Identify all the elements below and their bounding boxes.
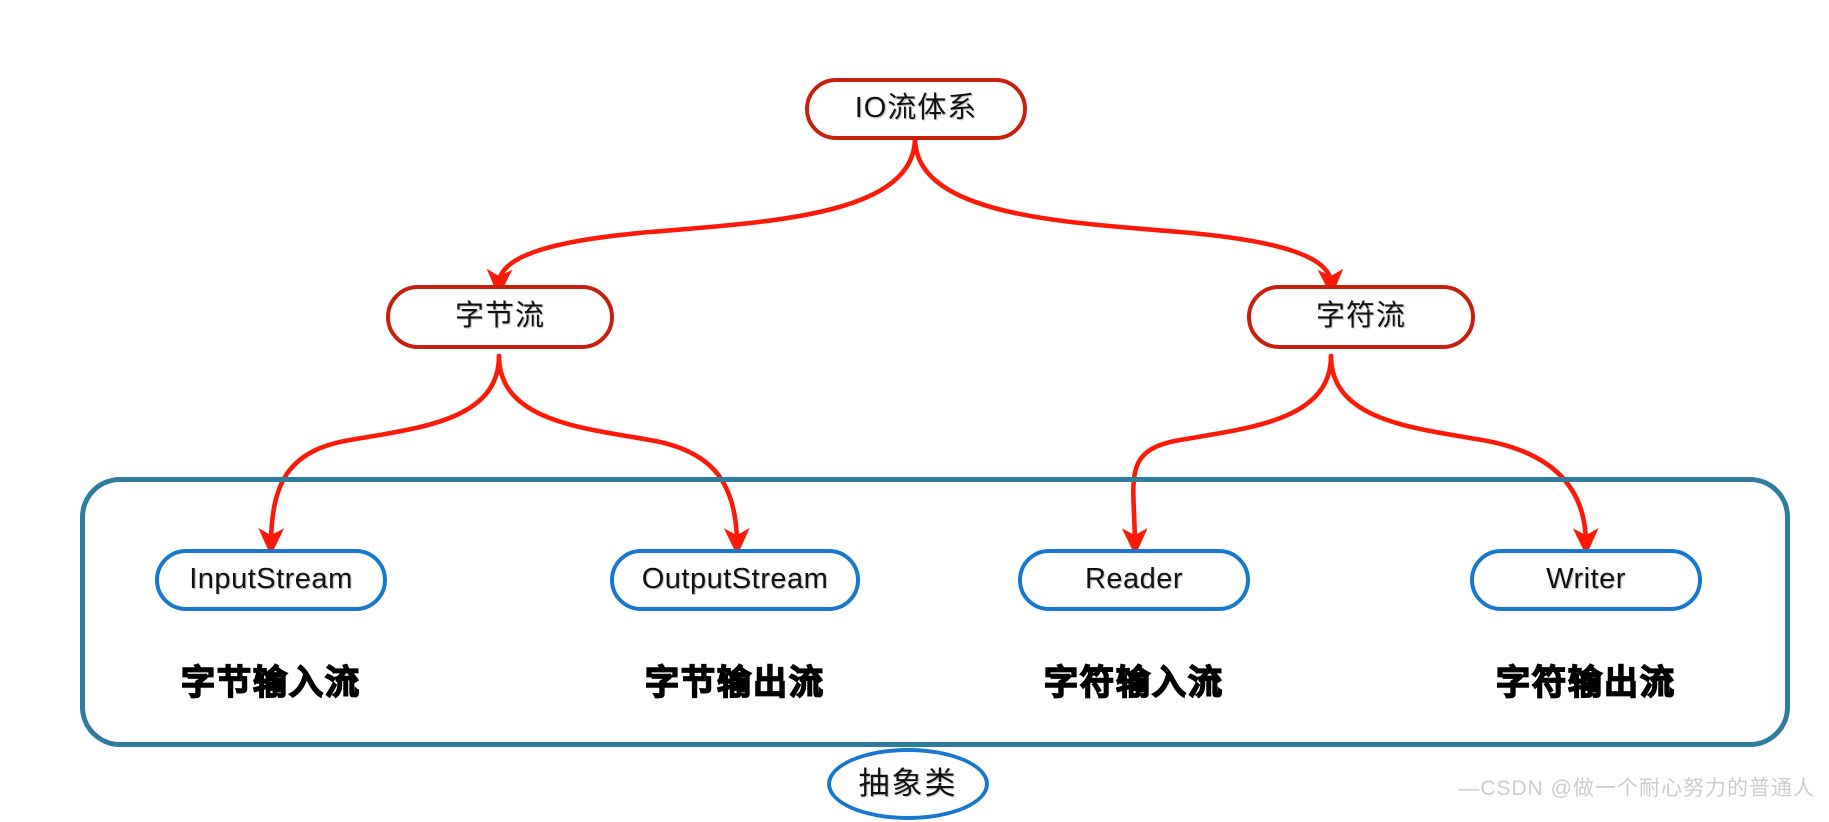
node-io-stream-system[interactable]: IO流体系 [805, 78, 1027, 140]
node-abstract-class[interactable]: 抽象类 [827, 748, 989, 820]
abstract-class-group-box [80, 477, 1790, 747]
node-char-stream-label: 字符流 [1315, 300, 1406, 333]
node-abstract-class-label: 抽象类 [858, 765, 958, 801]
caption-inputstream: 字节输入流 [180, 662, 361, 704]
caption-writer: 字符输出流 [1495, 662, 1676, 704]
caption-reader: 字符输入流 [1043, 662, 1224, 704]
node-inputstream-label: InputStream [189, 563, 353, 596]
edge-root-to-char-stream [912, 135, 1344, 297]
node-inputstream[interactable]: InputStream [155, 549, 387, 611]
edge-root-to-byte-stream [486, 135, 918, 297]
node-io-stream-system-label: IO流体系 [854, 92, 978, 125]
csdn-watermark: —CSDN @做一个耐心努力的普通人 [1458, 777, 1815, 800]
node-reader-label: Reader [1084, 563, 1184, 596]
node-outputstream-label: OutputStream [641, 563, 829, 596]
node-writer-label: Writer [1546, 563, 1626, 596]
node-outputstream[interactable]: OutputStream [610, 549, 860, 611]
caption-outputstream: 字节输出流 [644, 662, 825, 704]
node-char-stream[interactable]: 字符流 [1247, 285, 1475, 349]
node-byte-stream-label: 字节流 [454, 300, 545, 333]
node-reader[interactable]: Reader [1018, 549, 1250, 611]
node-byte-stream[interactable]: 字节流 [386, 285, 614, 349]
node-writer[interactable]: Writer [1470, 549, 1702, 611]
